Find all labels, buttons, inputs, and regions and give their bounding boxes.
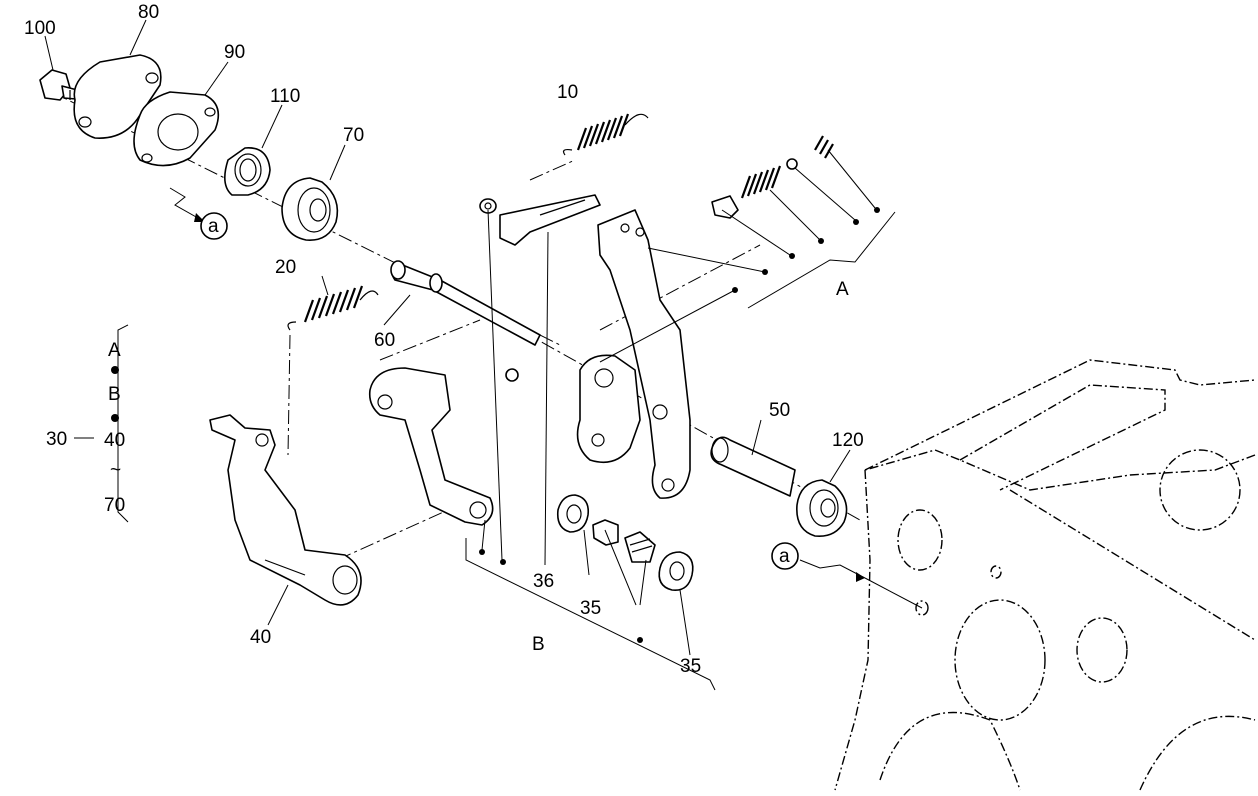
- label-35-right: 35: [680, 656, 701, 677]
- bushing-35-right: [658, 551, 694, 592]
- seal-110: [224, 147, 271, 196]
- bearing-70: [281, 177, 339, 241]
- legend-dot-2: [111, 414, 119, 422]
- label-20: 20: [275, 257, 296, 278]
- label-90: 90: [224, 42, 245, 63]
- bushing-35-left: [556, 494, 590, 533]
- label-35-left: 35: [580, 598, 601, 619]
- legend-group: [111, 366, 119, 422]
- label-ref-a-right: a: [779, 546, 790, 567]
- label-50: 50: [769, 400, 790, 421]
- legend-item-a: A: [108, 340, 121, 361]
- label-group-a: A: [836, 279, 849, 300]
- label-70: 70: [343, 125, 364, 146]
- label-100: 100: [24, 18, 56, 39]
- label-10: 10: [557, 82, 578, 103]
- label-60: 60: [374, 330, 395, 351]
- arm-40: [209, 414, 362, 606]
- label-120: 120: [832, 430, 864, 451]
- shaft-60: [390, 260, 541, 346]
- group-a-parts: [711, 135, 834, 219]
- ref-circle-a-right: [771, 542, 799, 570]
- label-80: 80: [138, 2, 159, 23]
- spring-plunger: [624, 531, 656, 563]
- legend-range-mark: ~: [110, 460, 121, 481]
- legend-number: 30: [46, 429, 67, 450]
- middle-bracket: [576, 354, 641, 464]
- pin-50: [710, 436, 796, 497]
- spring-20: [287, 285, 379, 331]
- label-110: 110: [270, 86, 300, 107]
- bearing-120: [796, 479, 848, 538]
- leader-lines: [44, 19, 923, 691]
- label-ref-a-left: a: [208, 216, 219, 237]
- central-lever: [368, 367, 494, 526]
- spring-10: [562, 113, 649, 156]
- link-plate-36: [499, 194, 601, 246]
- legend-dot-1: [111, 366, 119, 374]
- legend-item-40: 40: [104, 430, 125, 451]
- ref-circle-a-left: [200, 212, 228, 240]
- small-ring: [505, 368, 519, 382]
- leader-dots: [479, 207, 880, 643]
- cover-plate-80: [73, 54, 162, 139]
- label-40: 40: [250, 627, 271, 648]
- engine-block: [834, 359, 1256, 791]
- label-36: 36: [533, 571, 554, 592]
- upper-lever: [597, 209, 691, 499]
- legend-item-b: B: [108, 384, 121, 405]
- label-group-b: B: [532, 634, 545, 655]
- legend-item-70: 70: [104, 495, 125, 516]
- gasket-90: [133, 91, 220, 167]
